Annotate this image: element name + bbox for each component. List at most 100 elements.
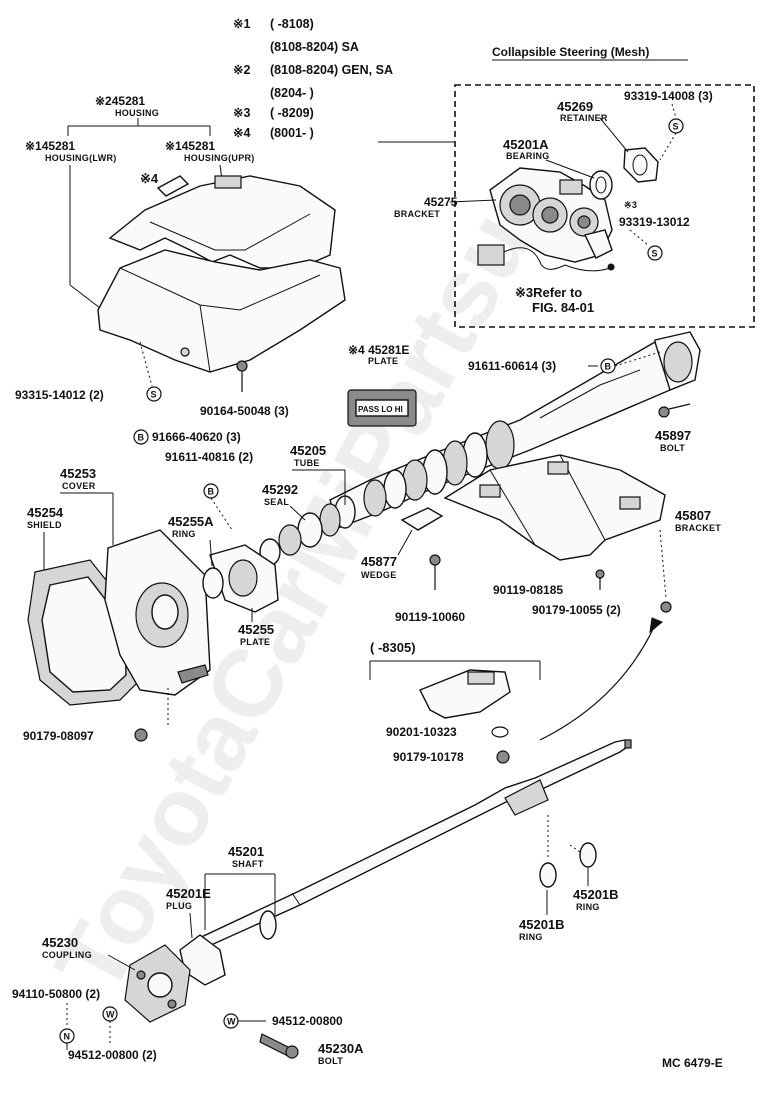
note-4-mark: ※4 — [233, 126, 250, 140]
label-45205: 45205 — [290, 443, 326, 458]
b-symbol-text: B — [208, 487, 215, 497]
nut-icon — [134, 728, 148, 742]
label-45269: 45269 — [557, 99, 593, 114]
range-box-8305: ( -8305) 90201-10323 90179-10178 — [369, 640, 541, 764]
s-symbol — [647, 245, 663, 261]
label-91611-60614: 91611-60614 (3) — [468, 359, 556, 373]
label-45807: 45807 — [675, 508, 711, 523]
w-symbol-text: W — [106, 1010, 115, 1020]
label-90179-10178: 90179-10178 — [393, 750, 464, 764]
b-symbol — [133, 429, 149, 445]
label-45897: 45897 — [655, 428, 691, 443]
bolt-icon — [658, 406, 670, 418]
label-shaft: SHAFT — [232, 859, 264, 869]
mark4-label: ※4 — [140, 171, 159, 186]
bolt-icon — [595, 569, 605, 579]
upper-housing — [108, 175, 336, 269]
label-bracket-45807: BRACKET — [675, 523, 721, 533]
ring-45201B-b — [579, 842, 597, 868]
note-1b-range: (8108-8204) SA — [270, 40, 359, 54]
assembly-arrow — [539, 624, 656, 741]
tube-bellows — [363, 420, 515, 517]
label-ring-45201B-b: RING — [576, 902, 600, 912]
retainer-plate — [623, 147, 659, 183]
shaft-assembly — [124, 739, 632, 1059]
label-mark3: ※3 — [624, 200, 637, 210]
label-ring: RING — [172, 529, 196, 539]
bracket-piece — [419, 669, 511, 719]
note-2-mark: ※2 — [233, 63, 250, 77]
s-symbol-text: S — [673, 122, 679, 132]
label-93315-14012: 93315-14012 (2) — [15, 388, 104, 402]
note-3-range: ( -8209) — [270, 106, 314, 120]
label-94110-50800: 94110-50800 (2) — [12, 987, 100, 1001]
label-145281-upr: ※145281 — [165, 139, 215, 153]
label-91611-40816: 91611-40816 (2) — [165, 450, 253, 464]
housing-pad — [156, 175, 190, 197]
label-90119-08185: 90119-08185 — [493, 583, 563, 597]
label-90179-08097: 90179-08097 — [23, 729, 94, 743]
note-1-mark: ※1 — [233, 17, 250, 31]
inset-frame — [454, 84, 755, 328]
lower-housing — [97, 249, 346, 373]
label-bolt: BOLT — [660, 443, 685, 453]
b-symbol-text: B — [138, 433, 145, 443]
label-housing-upr: HOUSING(UPR) — [184, 153, 255, 163]
bracket-assembly — [477, 167, 615, 272]
label-45201A: 45201A — [503, 137, 549, 152]
label-45201B-a: 45201B — [519, 917, 565, 932]
label-ring-45201B-a: RING — [519, 932, 543, 942]
seal-45292 — [297, 512, 323, 548]
label-retainer: RETAINER — [560, 113, 608, 123]
wedge-45877 — [400, 507, 444, 531]
inset-title: Collapsible Steering (Mesh) — [492, 45, 649, 59]
n-symbol-text: N — [64, 1032, 71, 1042]
label-housing: HOUSING — [115, 108, 159, 118]
note-2-range: (8108-8204) GEN, SA — [270, 63, 393, 77]
s-symbol-text: S — [151, 390, 157, 400]
refer-text: ※3Refer to — [515, 285, 582, 300]
label-90201-10323: 90201-10323 — [386, 725, 457, 739]
label-coupling: COUPLING — [42, 950, 92, 960]
label-93319-14008: 93319-14008 (3) — [624, 89, 713, 103]
label-plate-45255: PLATE — [240, 637, 270, 647]
column-tube-group — [259, 331, 701, 613]
label-45201B-b: 45201B — [573, 887, 619, 902]
label-wedge: WEDGE — [361, 570, 397, 580]
s-symbol-text: S — [652, 249, 658, 259]
label-45877: 45877 — [361, 554, 397, 569]
note-4-range: (8001- ) — [270, 126, 314, 140]
plate-text: PASS LO HI — [358, 405, 403, 414]
label-shield: SHIELD — [27, 520, 62, 530]
label-45255A: 45255A — [168, 514, 214, 529]
label-90164-50048: 90164-50048 (3) — [200, 404, 289, 418]
refer-fig: FIG. 84-01 — [532, 300, 594, 315]
label-245281: ※245281 — [95, 94, 145, 108]
label-93319-13012: 93319-13012 — [619, 215, 690, 229]
label-45292: 45292 — [262, 482, 298, 497]
label-91666-40620: 91666-40620 (3) — [152, 430, 241, 444]
label-45281E: ※4 45281E — [348, 343, 409, 357]
label-seal: SEAL — [264, 497, 289, 507]
bracket-45807 — [443, 454, 666, 561]
label-45255: 45255 — [238, 622, 274, 637]
nut-icon — [660, 601, 672, 613]
label-94512-00800-2: 94512-00800 (2) — [68, 1048, 157, 1062]
label-housing-lwr: HOUSING(LWR) — [45, 153, 117, 163]
label-45230A: 45230A — [318, 1041, 364, 1056]
label-45275: 45275 — [424, 195, 458, 209]
cover-shield-group: 45253 COVER 45254 SHIELD 45255A RING 452… — [23, 466, 279, 743]
label-94512-00800: 94512-00800 — [272, 1014, 343, 1028]
s-symbol — [146, 386, 162, 402]
bolt-icon — [429, 554, 441, 566]
label-90179-10055: 90179-10055 (2) — [532, 603, 621, 617]
nut-icon — [496, 750, 510, 764]
connector-plug — [477, 244, 505, 266]
screw-icon — [236, 360, 248, 372]
label-45254: 45254 — [27, 505, 64, 520]
label-90119-10060: 90119-10060 — [395, 610, 465, 624]
w-symbol-text: W — [227, 1017, 236, 1027]
range-box-label: ( -8305) — [370, 640, 416, 655]
production-notes: ※1 ( -8108) (8108-8204) SA ※2 (8108-8204… — [233, 17, 393, 140]
